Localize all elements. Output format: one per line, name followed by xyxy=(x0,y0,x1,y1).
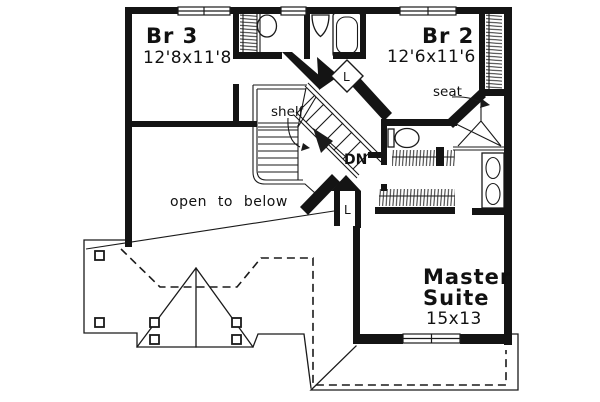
stair-treads-diagonal xyxy=(296,94,372,170)
linen-label-lower: L xyxy=(344,203,351,217)
master-suite-dims: 15x13 xyxy=(426,309,482,329)
porch-roof-outline xyxy=(83,239,312,389)
vanity-double-sink xyxy=(481,152,505,209)
stair-treads-lower xyxy=(258,129,298,173)
seat-label: seat xyxy=(433,84,462,100)
master-closet-rod-1b xyxy=(446,150,455,166)
seat-arrow xyxy=(451,96,484,104)
roof-dashed-line xyxy=(120,248,507,386)
window-symbol xyxy=(399,6,457,16)
porch-post xyxy=(149,334,160,345)
dn-arrow-shaft xyxy=(326,139,347,158)
linen-label-upper: L xyxy=(343,70,350,84)
master-closet-rod-2 xyxy=(379,189,455,206)
window-symbol xyxy=(177,6,231,16)
master-suite-label-2: Suite xyxy=(423,286,490,310)
bathtub-icon xyxy=(332,12,362,58)
window-symbol xyxy=(402,333,461,344)
br3-closet-rod xyxy=(240,14,257,52)
open-to-below-label: open to below xyxy=(170,194,288,210)
toilet-icon xyxy=(311,14,330,38)
stair-direction-arrowhead xyxy=(313,128,333,153)
porch-post xyxy=(231,317,242,328)
porch-post xyxy=(149,317,160,328)
master-suite-label-1: Master xyxy=(423,265,511,289)
linen-closet-diamond xyxy=(330,59,364,93)
stair-stringer-upper xyxy=(304,82,385,163)
closet-hatching xyxy=(240,14,502,206)
staircase xyxy=(252,82,385,194)
porch-post xyxy=(94,250,105,261)
rear-roof-outline xyxy=(120,248,519,391)
annotation-arrows xyxy=(287,96,490,151)
down-label: DN xyxy=(344,152,367,168)
windows xyxy=(177,6,461,344)
master-suite-left-wall xyxy=(353,226,360,336)
window-seat-bench xyxy=(451,97,508,151)
porch-post xyxy=(94,317,105,328)
open-area-roof-line xyxy=(85,210,335,250)
shelf-label: shelf xyxy=(271,104,305,120)
br2-closet-rod xyxy=(486,14,502,89)
bath-partition-line xyxy=(256,14,261,52)
bathroom-fixtures xyxy=(256,12,508,209)
master-closet-rod-1 xyxy=(392,150,435,166)
master-toilet-icon xyxy=(387,127,420,149)
room-label-br3: Br 3 xyxy=(146,24,198,48)
porch-post xyxy=(231,334,242,345)
right-exterior-wall xyxy=(504,7,512,345)
shelf-arrow xyxy=(287,117,301,148)
room-dims-br3: 12'8x11'8 xyxy=(143,48,232,68)
window-symbol xyxy=(280,6,307,16)
room-dims-br2: 12'6x11'6 xyxy=(387,47,476,67)
text-labels: Br 3 12'8x11'8 Br 2 12'6x11'6 seat shelf… xyxy=(143,24,511,329)
room-label-br2: Br 2 xyxy=(422,24,474,48)
